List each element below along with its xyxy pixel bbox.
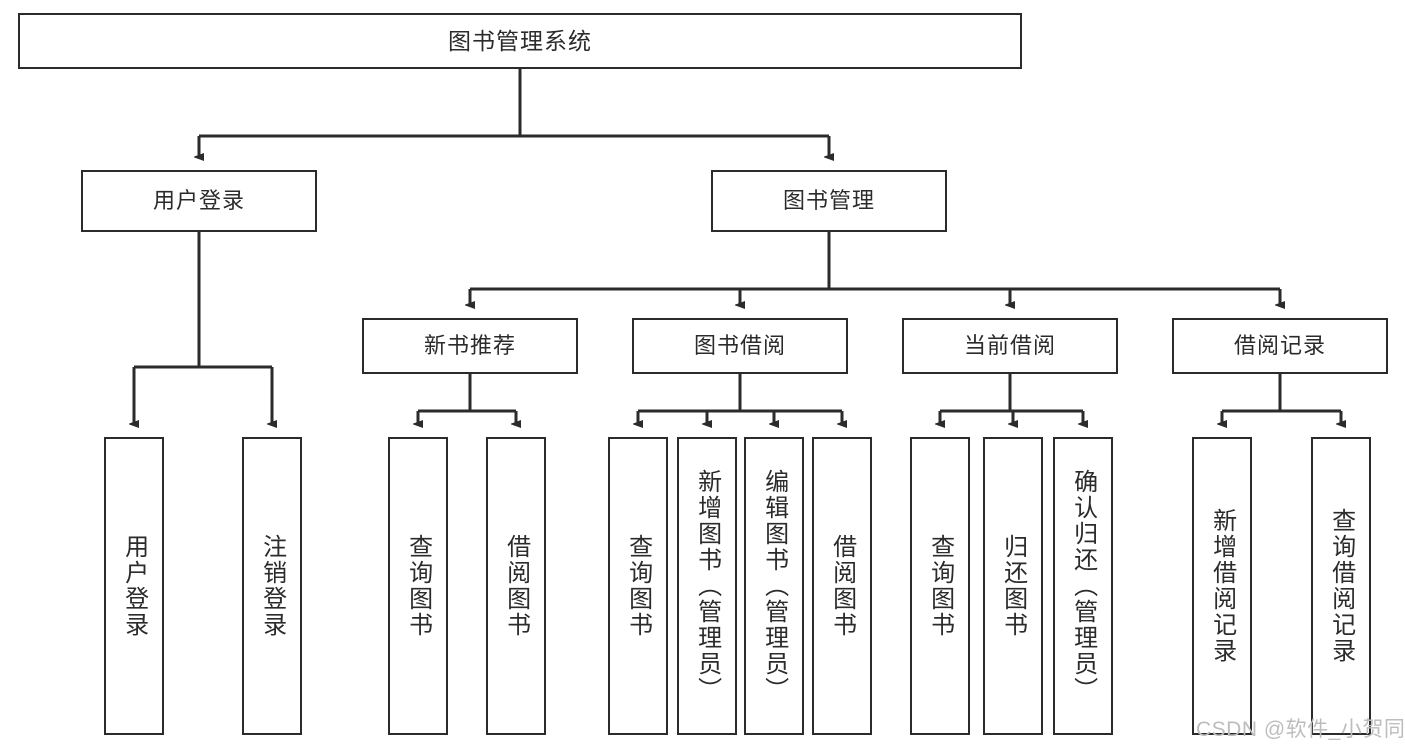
- node-label: 当前借阅: [963, 333, 1056, 359]
- node-label: 新增借阅记录: [1208, 508, 1236, 664]
- node-leaf-logout[interactable]: 注销登录: [242, 437, 302, 735]
- node-leaf-add-borrow-record[interactable]: 新增借阅记录: [1192, 437, 1252, 735]
- node-label: 借阅图书: [828, 534, 856, 638]
- node-borrow-records[interactable]: 借阅记录: [1172, 318, 1388, 374]
- node-label: 新书推荐: [423, 333, 516, 359]
- node-label: 借阅记录: [1233, 333, 1326, 359]
- node-leaf-borrow-book-borrowing[interactable]: 借阅图书: [812, 437, 872, 735]
- node-new-book-recommendation[interactable]: 新书推荐: [362, 318, 578, 374]
- node-label: 编辑图书（管理员）: [760, 469, 788, 703]
- node-leaf-return-book[interactable]: 归还图书: [983, 437, 1043, 735]
- node-label: 查询图书: [926, 534, 954, 638]
- node-label: 查询图书: [404, 534, 432, 638]
- node-label: 图书管理: [782, 188, 875, 214]
- node-leaf-query-book-current[interactable]: 查询图书: [910, 437, 970, 735]
- node-label: 图书借阅: [693, 333, 786, 359]
- node-leaf-edit-book-admin[interactable]: 编辑图书（管理员）: [744, 437, 804, 735]
- node-label: 查询借阅记录: [1327, 508, 1355, 664]
- node-user-login[interactable]: 用户登录: [81, 170, 317, 232]
- node-leaf-query-book-recommend[interactable]: 查询图书: [388, 437, 448, 735]
- node-leaf-add-book-admin[interactable]: 新增图书（管理员）: [677, 437, 737, 735]
- node-label: 借阅图书: [502, 534, 530, 638]
- node-label: 归还图书: [999, 534, 1027, 638]
- node-leaf-confirm-return-admin[interactable]: 确认归还（管理员）: [1053, 437, 1113, 735]
- node-current-borrowing[interactable]: 当前借阅: [902, 318, 1118, 374]
- node-label: 用户登录: [152, 188, 245, 214]
- node-label: 用户登录: [120, 534, 148, 638]
- node-leaf-user-login[interactable]: 用户登录: [104, 437, 164, 735]
- node-leaf-query-borrow-record[interactable]: 查询借阅记录: [1311, 437, 1371, 735]
- node-root-system[interactable]: 图书管理系统: [18, 13, 1022, 69]
- node-label: 注销登录: [258, 534, 286, 638]
- node-book-borrowing[interactable]: 图书借阅: [632, 318, 848, 374]
- node-label: 图书管理系统: [448, 27, 592, 54]
- node-label: 新增图书（管理员）: [693, 469, 721, 703]
- node-leaf-query-book-borrowing[interactable]: 查询图书: [608, 437, 668, 735]
- node-book-management[interactable]: 图书管理: [711, 170, 947, 232]
- node-leaf-borrow-book-recommend[interactable]: 借阅图书: [486, 437, 546, 735]
- node-label: 查询图书: [624, 534, 652, 638]
- node-label: 确认归还（管理员）: [1069, 469, 1097, 703]
- watermark-text: CSDN @软件_小贺同学: [1196, 718, 1405, 741]
